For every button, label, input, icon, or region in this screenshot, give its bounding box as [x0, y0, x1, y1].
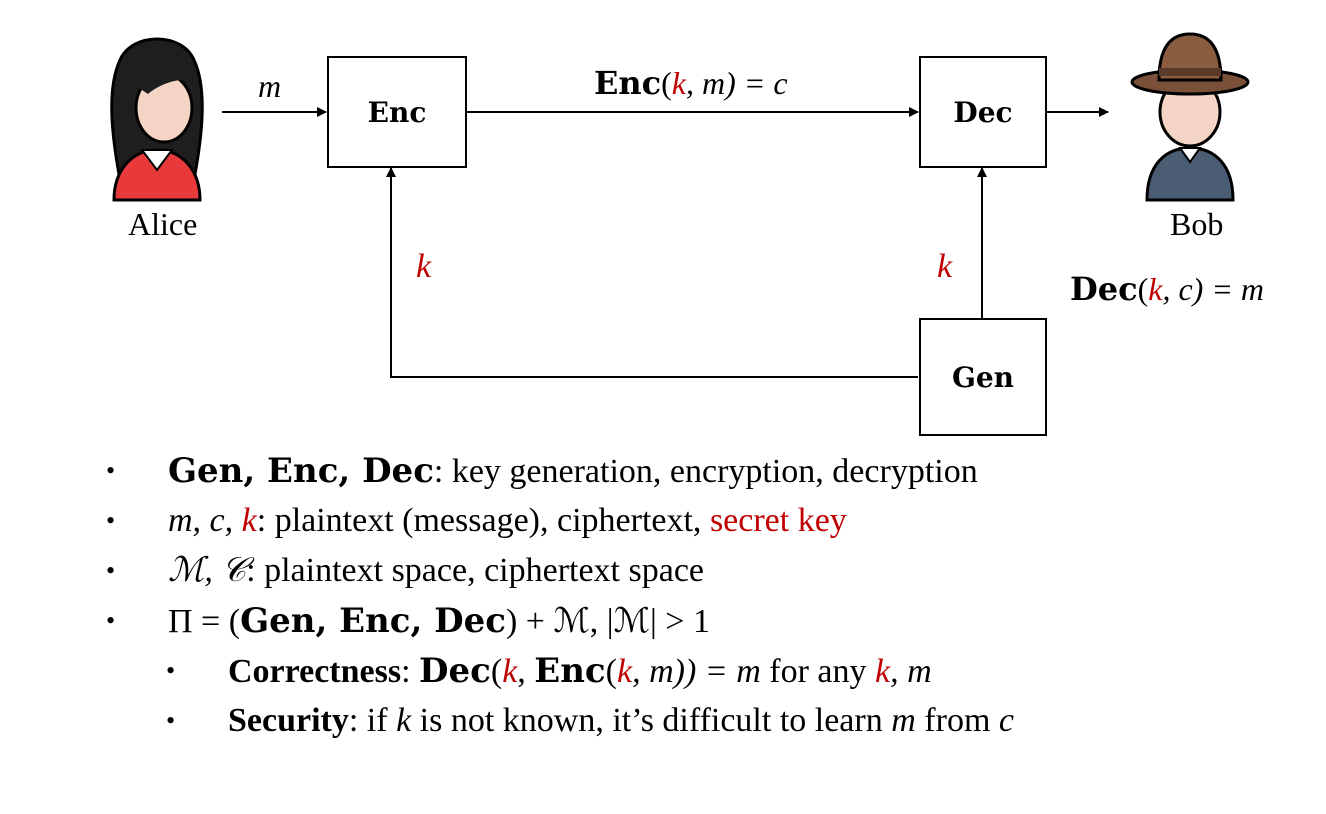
sub-math: m [891, 702, 916, 739]
enc-open: ( [661, 65, 672, 101]
bullet-math: ℳ, 𝒞 [168, 552, 247, 589]
bullet-bold: Gen, Enc, Dec [168, 451, 434, 491]
sub-paren: ( [490, 653, 503, 690]
bullet-bold: Gen, Enc, Dec [240, 601, 506, 641]
dec-open: ( [1137, 271, 1149, 307]
sub-comma: , [517, 653, 535, 690]
correctness-heading: Correctness [228, 653, 402, 690]
bullet-dot-icon: • [106, 506, 116, 535]
bullet-text: ) + ℳ, |ℳ| > 1 [505, 603, 710, 640]
key-label-right: k [937, 248, 953, 285]
dec-rest: , c) = m [1162, 271, 1265, 307]
key-label-left: k [416, 248, 432, 285]
sub-paren: ( [605, 653, 617, 690]
bullet-text: : key generation, encryption, decryption [433, 453, 978, 490]
sub-dec-fn: Dec [419, 651, 491, 691]
bullet-math-key: k [241, 502, 257, 539]
enc-rest: , m) = c [686, 65, 788, 101]
gen-box-label: Gen [951, 360, 1015, 394]
sub-math: , m [890, 653, 932, 690]
dec-key: k [1148, 271, 1163, 307]
enc-box-label: Enc [367, 95, 427, 129]
sub-text: for any [760, 653, 876, 690]
alice-label: Alice [128, 206, 198, 242]
message-label: m [258, 68, 282, 104]
bullet-text: : plaintext (message), ciphertext, [256, 502, 710, 539]
sub-text: : if [348, 702, 397, 739]
bullet-math: m, c, [168, 502, 242, 539]
bob-equation: Dec(k, c) = m [1070, 270, 1264, 308]
arrow-gen-to-enc [386, 167, 918, 378]
sub-key: k [875, 653, 891, 690]
sub-key: k [616, 653, 633, 690]
bullet-dot-icon: • [166, 656, 176, 685]
security-heading: Security [228, 702, 349, 739]
sub-text: is not known, it’s difficult to learn [411, 702, 892, 739]
bullet-red-text: secret key [709, 502, 847, 539]
bob-label: Bob [1170, 206, 1224, 242]
enc-box: Enc [327, 56, 467, 168]
bullet-text: : plaintext space, ciphertext space [246, 552, 705, 589]
bullet-dot-icon: • [106, 456, 116, 485]
bullet-dot-icon: • [166, 706, 176, 735]
alice-avatar-icon [110, 37, 204, 202]
sub-text: from [915, 702, 999, 739]
sub-math: k [396, 702, 412, 739]
bob-avatar-icon [1130, 32, 1250, 202]
dec-box: Dec [919, 56, 1047, 168]
enc-key: k [671, 65, 686, 101]
sub-enc-fn: Enc [534, 651, 606, 691]
enc-fn: Enc [594, 64, 662, 102]
dec-box-label: Dec [953, 95, 1013, 129]
sub-key: k [502, 653, 518, 690]
sub-text: : [401, 653, 420, 690]
bullet-prefix: Π = ( [168, 603, 241, 640]
sub-math: c [998, 702, 1014, 739]
enc-equation: Enc(k, m) = c [594, 64, 788, 102]
bullet-dot-icon: • [106, 606, 116, 635]
bullet-dot-icon: • [106, 556, 116, 585]
gen-box: Gen [919, 318, 1047, 436]
dec-fn: Dec [1070, 270, 1138, 308]
sub-math: , m)) = m [632, 653, 761, 690]
